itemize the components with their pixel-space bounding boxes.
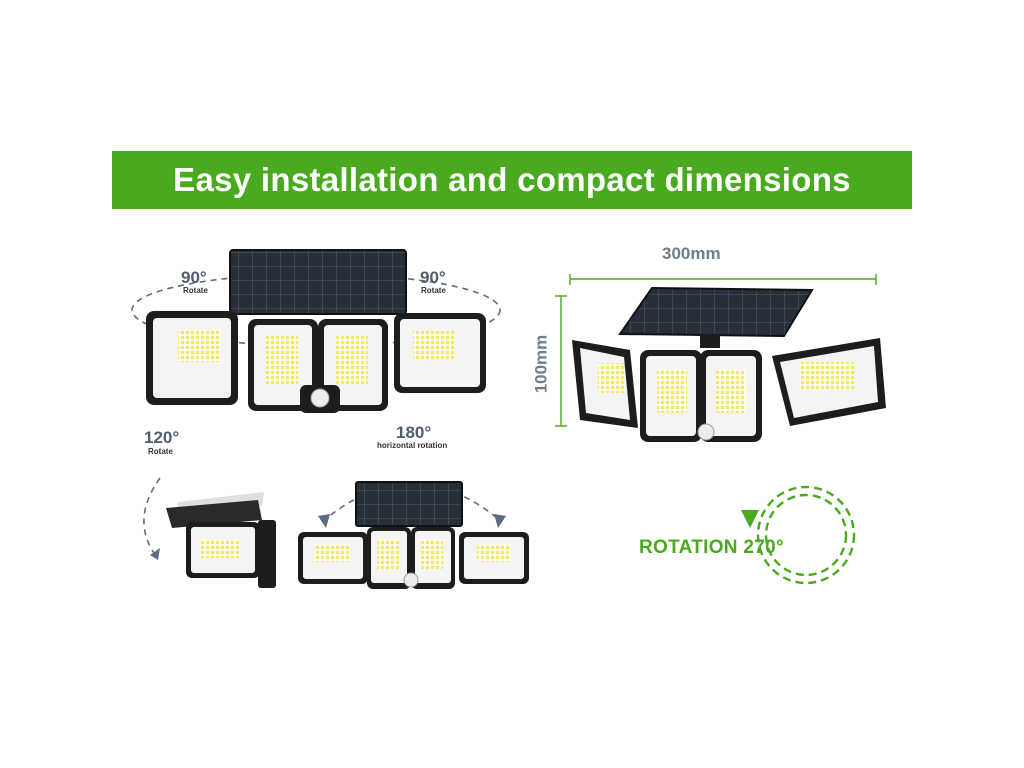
right-rotate-caption: Rotate: [421, 286, 446, 295]
top-left-light: [131, 249, 501, 413]
right-rotate-angle: 90°: [420, 268, 446, 287]
left-rotate-angle: 90°: [181, 268, 207, 287]
width-dimension: 300mm: [662, 244, 721, 263]
motion-sensor-icon: [403, 572, 419, 588]
solar-panel-icon: [355, 481, 463, 527]
motion-sensor-icon: [697, 423, 715, 441]
rotation-arrow-icon: [741, 485, 856, 585]
dimension-lines: [555, 274, 877, 427]
solar-panel-icon: [166, 500, 262, 528]
tilt-rotate-angle: 120°: [144, 428, 180, 447]
right-light: [572, 286, 886, 442]
horizontal-rotate-caption: horizontal rotation: [377, 441, 448, 450]
title-banner: Easy installation and compact dimensions: [112, 151, 912, 209]
bottom-left-light: [143, 477, 276, 588]
banner-title: Easy installation and compact dimensions: [173, 161, 851, 198]
rotation-arrow-icon: [150, 548, 160, 560]
solar-panel-icon: [618, 286, 814, 338]
rotation-label: ROTATION 270°: [639, 537, 784, 558]
horizontal-rotate-angle: 180°: [396, 423, 432, 442]
tilt-rotate-caption: Rotate: [148, 447, 173, 456]
left-rotate-caption: Rotate: [183, 286, 208, 295]
solar-panel-icon: [229, 249, 407, 315]
bottom-mid-light: [298, 481, 529, 589]
height-dimension: 100mm: [531, 334, 551, 394]
motion-sensor-icon: [310, 388, 330, 408]
